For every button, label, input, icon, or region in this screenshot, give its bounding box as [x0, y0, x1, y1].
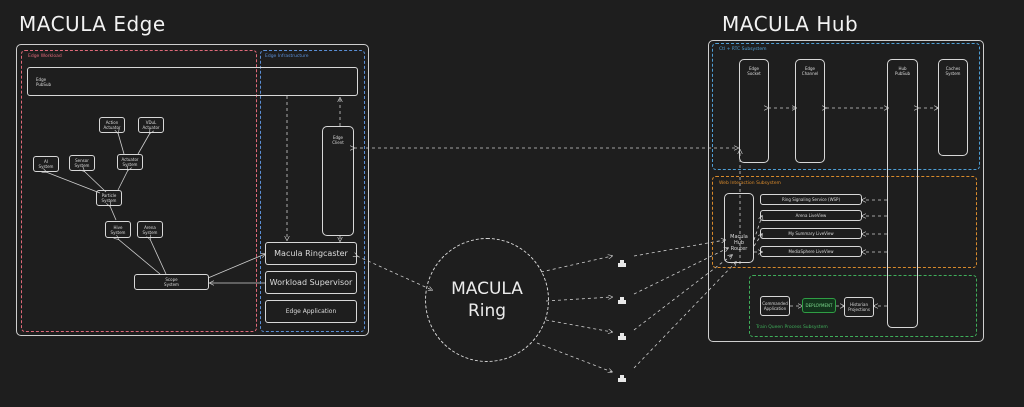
macula-ring[interactable]: MACULA Ring [425, 238, 549, 362]
edge-panel [16, 44, 369, 336]
host-icon[interactable] [617, 368, 627, 382]
train-queen-label: Train Queen Process Subsystem [756, 325, 828, 330]
deployment-badge[interactable]: DEPLOYMENT [802, 298, 836, 313]
historian-projections[interactable]: Historian Projections [844, 297, 874, 317]
web-item-mediasphere[interactable]: MediaSphere LiveView [760, 246, 862, 257]
commanded-application[interactable]: Commanded Application [760, 296, 790, 316]
actuator-system[interactable]: Actuator System [117, 154, 143, 170]
sensor-system[interactable]: Sensor System [69, 155, 95, 171]
edge-infrastructure-label: Edge Infrastructure [265, 54, 309, 59]
web-interaction-label: Web Interaction Subsystem [719, 181, 781, 186]
hive-system[interactable]: Hive System [105, 221, 131, 238]
edge-client[interactable]: Edge Client [322, 126, 354, 236]
web-item-signaling[interactable]: Ring Signaling Service (WSP) [760, 194, 862, 205]
edge-channel[interactable]: Edge Channel [795, 59, 825, 163]
hub-title: MACULA Hub [722, 12, 859, 36]
ctrl-rtc-subsystem: Ctl + RTC Subsystem [712, 43, 980, 170]
host-icon[interactable] [617, 290, 627, 304]
workload-supervisor[interactable]: Workload Supervisor [265, 271, 357, 294]
macula-ringcaster[interactable]: Macula Ringcaster [265, 242, 357, 265]
web-item-summary[interactable]: My Summary LiveView [760, 228, 862, 239]
edge-workload-group: Edge Workload [21, 50, 257, 332]
scope-system[interactable]: Scope System [134, 274, 209, 290]
web-item-arena[interactable]: Arena LiveView [760, 210, 862, 221]
host-icon[interactable] [617, 326, 627, 340]
host-icon[interactable] [617, 253, 627, 267]
edge-pubsub[interactable]: Edge PubSub [27, 67, 358, 96]
web-interaction-subsystem: Web Interaction Subsystem [712, 176, 977, 268]
edge-socket[interactable]: Edge Socket [739, 59, 769, 163]
action-actuator[interactable]: Action Actuator [99, 117, 125, 133]
macula-hub-router[interactable]: Macula Hub Router [724, 193, 754, 263]
edge-infrastructure-group: Edge Infrastructure [260, 50, 365, 332]
caches-system[interactable]: Caches System [938, 59, 968, 156]
arena-system[interactable]: Arena System [137, 221, 163, 238]
particle-system[interactable]: Particle System [96, 190, 122, 206]
vidul-actuator[interactable]: VDuL Actuator [138, 117, 164, 133]
ai-system[interactable]: AI System [33, 156, 59, 172]
hub-pubsub[interactable]: Hub PubSub [887, 59, 918, 328]
edge-application[interactable]: Edge Application [265, 300, 357, 323]
ctrl-rtc-label: Ctl + RTC Subsystem [719, 47, 767, 52]
hub-panel [708, 40, 984, 342]
edge-workload-label: Edge Workload [28, 54, 62, 59]
edge-title: MACULA Edge [19, 12, 166, 36]
train-queen-subsystem: Train Queen Process Subsystem [749, 275, 977, 337]
